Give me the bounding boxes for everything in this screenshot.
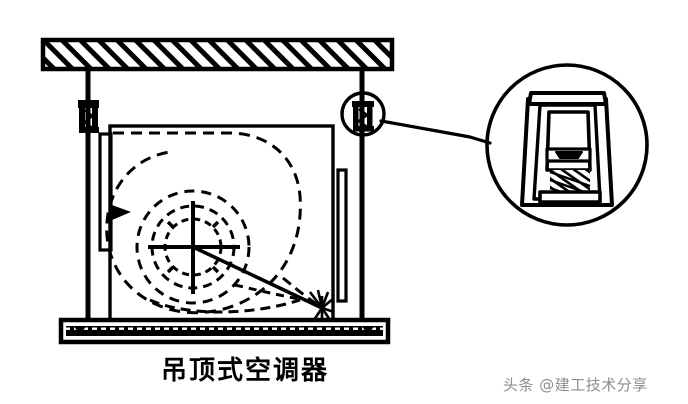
isolator-left-side-a <box>79 108 85 130</box>
support-base-beam <box>58 317 391 345</box>
spring-isolator-detail-drawing <box>520 91 614 207</box>
fan-leader-line <box>192 245 335 322</box>
base-beam-marker-right <box>362 326 374 336</box>
airflow-arrow-head <box>112 205 131 220</box>
spring-vibration-isolator-left <box>78 100 99 133</box>
isolator-detail-callout <box>485 63 649 227</box>
base-beam-marker-left <box>74 326 86 336</box>
isolator-right-side-b <box>367 107 373 128</box>
isolator-right-spring-coil <box>356 107 370 129</box>
filter-panel-left <box>98 132 113 252</box>
isolator-highlight-circle <box>340 91 386 137</box>
isolator-right-side-a <box>353 107 359 128</box>
isolator-left-spring-coil <box>83 109 94 129</box>
base-beam-fill <box>66 326 383 336</box>
fan-lower-sweep <box>149 298 301 314</box>
spring-vibration-isolator-right <box>340 91 386 137</box>
detail-nut-face <box>555 151 583 159</box>
fan-impeller-outer-circle <box>135 189 251 305</box>
isolator-detail-connector <box>379 119 492 145</box>
detail-callout-circle <box>485 63 649 227</box>
coil-panel-right <box>336 168 348 303</box>
isolator-left-top-plate <box>78 100 99 108</box>
isolator-left-base-plate <box>79 127 99 133</box>
detail-top-load-plate <box>527 91 608 106</box>
centrifugal-fan-scroll <box>105 131 321 315</box>
airflow-arrow-left <box>112 205 131 220</box>
leader-line-terminus-hatch <box>308 289 335 322</box>
ceiling-slab-body <box>40 37 395 72</box>
detail-base-plate <box>538 190 602 204</box>
isolator-right-top-plate <box>352 101 374 107</box>
fan-leader-line-stroke <box>192 245 323 310</box>
ceiling-slab <box>40 37 395 72</box>
isolator-right-base-plate <box>353 126 374 132</box>
callout-leader-line <box>379 119 492 145</box>
fan-scroll-tail <box>282 276 321 308</box>
isolator-left-side-b <box>92 108 98 130</box>
